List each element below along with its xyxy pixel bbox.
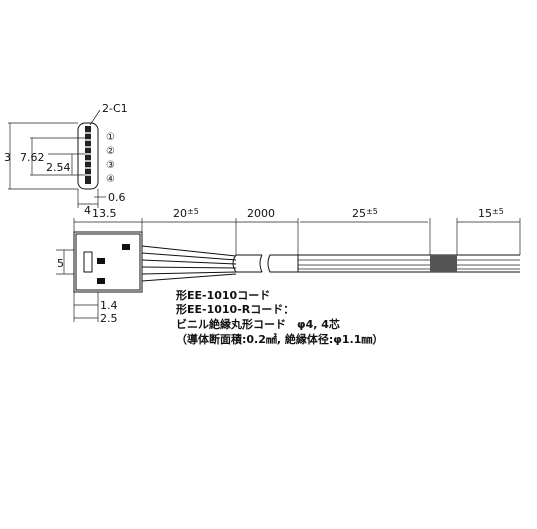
pin-slot <box>85 126 91 184</box>
dim-strip-tol: ±5 <box>366 207 378 216</box>
connector-slot-c <box>122 244 130 250</box>
dim-cable-length: 2000 <box>247 207 275 220</box>
note-line-2: 形EE-1010-Rコード： <box>176 303 294 316</box>
cable-sheath <box>232 254 299 273</box>
side-view: 13.5 20 ±5 2000 25 ±5 15 ±5 <box>56 207 521 325</box>
connector-slot-b <box>97 278 105 284</box>
dim-width: 4 <box>84 204 91 217</box>
dim-total-height: 3 <box>4 151 11 164</box>
connector-slot-a <box>97 258 105 264</box>
pin-number-4: ④ <box>106 174 115 185</box>
note-line-3: ビニル絶縁丸形コード φ4, 4芯 <box>176 317 340 331</box>
cable-notes: 形EE-1010コード 形EE-1010-Rコード： ビニル絶縁丸形コード φ4… <box>176 289 383 346</box>
top-view: 2-C1 ① ② ③ ④ 3 7.62 2.54 4 <box>4 102 128 217</box>
dim-pitch-outer: 7.62 <box>20 151 45 164</box>
connector-body-inner <box>75 233 141 291</box>
dim-offset-a: 1.4 <box>100 299 118 312</box>
chamfer-label: 2-C1 <box>102 102 128 115</box>
pin-number-2: ② <box>106 146 115 157</box>
dim-lead-tol: ±5 <box>187 207 199 216</box>
dim-offset: 0.6 <box>108 191 126 204</box>
dim-end-tol: ±5 <box>492 207 504 216</box>
dim-strip-length: 25 <box>352 207 366 220</box>
dim-lead-length: 20 <box>173 207 187 220</box>
dim-end-length: 15 <box>478 207 492 220</box>
chamfer-leader <box>89 109 101 126</box>
dim-body-length: 13.5 <box>92 207 117 220</box>
cable-outer <box>298 254 520 273</box>
pin-separators <box>85 132 91 176</box>
pin-number-3: ③ <box>106 160 115 171</box>
dim-offset-b: 2.5 <box>100 312 118 325</box>
lead-wires <box>141 245 237 282</box>
connector-latch <box>83 251 93 273</box>
note-line-4: （導体断面積:0.2㎟, 絶縁体径:φ1.1㎜） <box>176 332 383 346</box>
connector-body <box>73 231 143 293</box>
connector-face-outline <box>77 122 99 190</box>
dim-height: 5 <box>57 257 64 270</box>
dim-pitch-inner: 2.54 <box>46 161 71 174</box>
note-line-1: 形EE-1010コード <box>176 289 270 302</box>
cable-marker-band <box>430 255 457 272</box>
pin-number-1: ① <box>106 132 115 143</box>
